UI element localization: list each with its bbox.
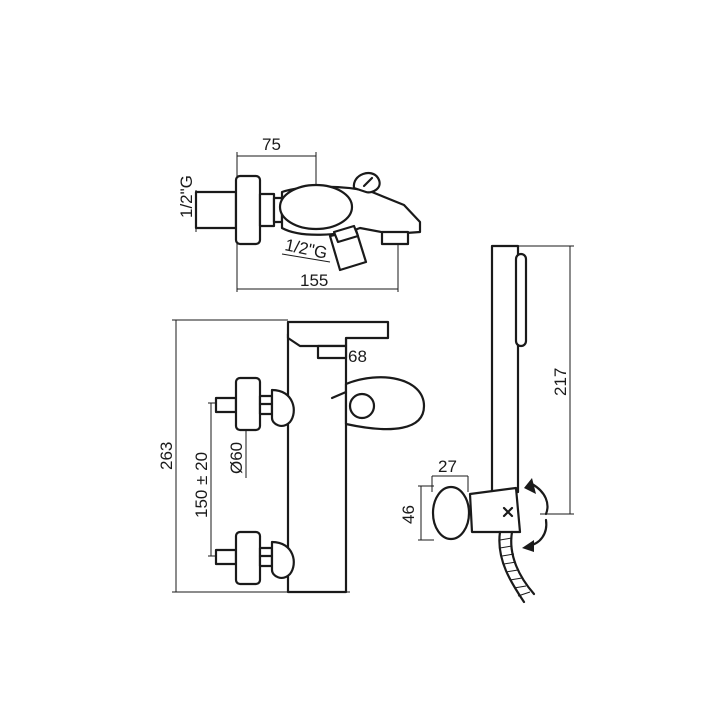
front-body (286, 332, 348, 594)
label-total-height: 263 (157, 442, 176, 470)
label-inlet-left: 1/2"G (177, 175, 196, 218)
shower-hose (498, 530, 536, 604)
top-wall-flange (234, 174, 262, 246)
front-head-block (286, 320, 390, 348)
top-inlet-pipe (194, 190, 238, 230)
label-holder-height: 46 (399, 505, 418, 524)
front-upper-flange (234, 376, 262, 432)
label-outlet-depth: 68 (348, 347, 367, 366)
label-diameter: Ø60 (227, 442, 246, 474)
shower-handle (490, 244, 520, 494)
front-lower-flange (234, 530, 262, 586)
rotation-arrow-upper (524, 478, 536, 494)
shower-spray-face (514, 252, 528, 348)
rotation-arrow-lower (522, 540, 534, 552)
front-upper-inlet-pipe (214, 396, 238, 414)
hand-shower-view: 217 27 46 (399, 244, 574, 604)
top-lever (278, 183, 354, 231)
shower-holder-pivot (502, 506, 514, 518)
label-inlet-bottom: 1/2"G (283, 235, 329, 263)
label-inlet-spacing: 150 ± 20 (192, 452, 211, 518)
front-lever-joint (330, 390, 348, 400)
shower-wall-bracket (431, 485, 471, 541)
top-diverter-line (362, 176, 374, 188)
front-lever-hub (348, 392, 376, 420)
label-top-total-width: 155 (300, 271, 328, 290)
label-shower-length: 217 (551, 368, 570, 396)
top-view: 75 155 1/2"G 1/2"G (177, 135, 422, 292)
label-top-width: 75 (262, 135, 281, 154)
leader-inlet-bottom (281, 253, 331, 263)
front-lower-elbow (270, 540, 295, 579)
front-upper-elbow (270, 388, 295, 427)
front-lower-inlet-pipe (214, 548, 238, 566)
top-nut (258, 192, 276, 228)
label-holder-width: 27 (438, 457, 457, 476)
shower-holder (468, 486, 522, 534)
top-hose-connector-cap (332, 224, 360, 244)
rotation-arc-lower (526, 518, 548, 548)
top-spout-outlet (380, 230, 410, 246)
front-head-collar (316, 344, 348, 360)
rotation-arc-upper (530, 482, 549, 516)
front-view: 68 263 150 ± 20 Ø60 (157, 319, 426, 594)
